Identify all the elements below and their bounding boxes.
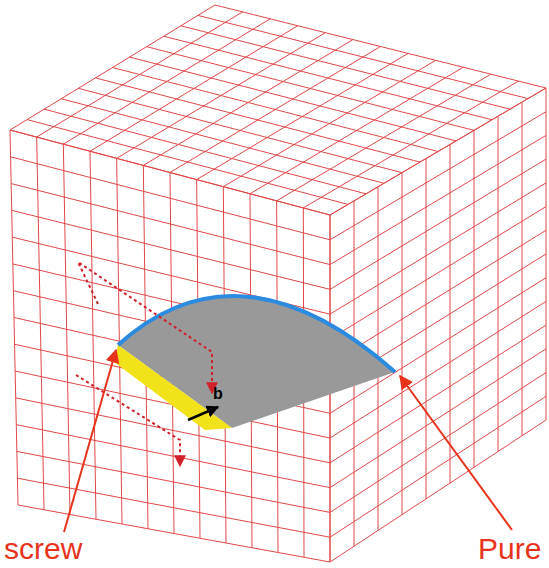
lattice-line [78,88,402,172]
leader-line [400,376,512,530]
burgers-vector [188,407,218,420]
lattice-line [10,130,330,215]
lattice-line [61,99,384,184]
displacement-arrow [78,262,212,393]
lattice-line [11,157,330,240]
lattice-line [113,68,439,152]
lattice-grid [10,5,546,562]
lattice-line [130,57,456,141]
burgers-vector-label: b [213,386,223,402]
lattice-line [198,15,528,98]
displacement-arrow [76,375,180,466]
dislocation-type-label: Pure [478,534,541,564]
lattice-line [11,184,330,265]
lattice-line [330,88,546,215]
step-face [114,345,232,430]
lattice-line [330,88,546,215]
lattice-line [164,36,492,120]
lattice-line [215,5,546,88]
lattice-line [330,207,546,339]
leader-line [64,350,116,532]
lattice-line [330,135,546,264]
lattice-line [330,112,546,240]
lattice-line [95,78,420,162]
lattice-line [330,396,546,537]
lattice-line [181,26,510,109]
lattice-line [12,210,330,289]
dislocation-loop [118,296,395,372]
dislocation-type-label: screw [4,534,82,564]
lattice-line [17,451,330,512]
lattice-line [16,425,330,488]
lattice-line [147,47,474,131]
lattice-line [330,183,546,314]
lattice-line [330,159,546,289]
